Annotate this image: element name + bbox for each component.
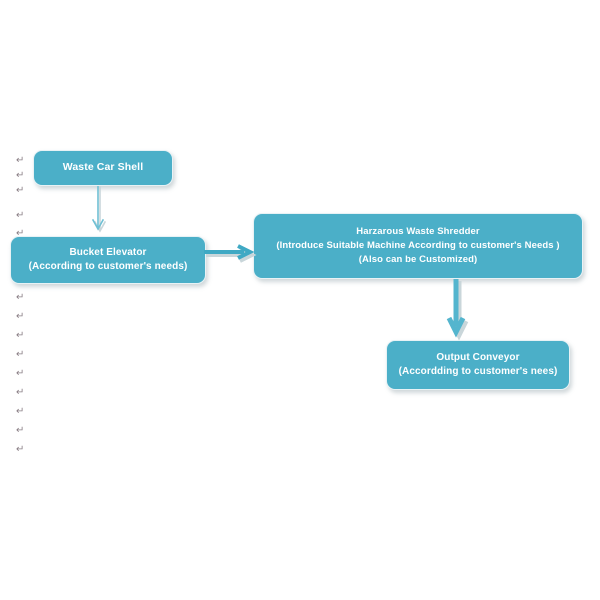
- node-waste-car-shell[interactable]: Waste Car Shell: [33, 150, 173, 186]
- node-output-conveyor[interactable]: Output Conveyor (Accordding to customer'…: [386, 340, 570, 390]
- node-hazardous-waste-shredder[interactable]: Harzarous Waste Shredder (Introduce Suit…: [253, 213, 583, 279]
- node-label-line: (Also can be Customized): [358, 253, 478, 265]
- paragraph-return-mark: ↵: [16, 330, 25, 341]
- paragraph-return-mark: ↵: [16, 311, 25, 322]
- node-label-line: Output Conveyor: [436, 351, 520, 363]
- paragraph-return-mark: ↵: [16, 210, 25, 221]
- node-label-line: (Introduce Suitable Machine According to…: [276, 240, 560, 252]
- node-bucket-elevator[interactable]: Bucket Elevator (According to customer's…: [10, 236, 206, 284]
- paragraph-return-mark: ↵: [16, 387, 25, 398]
- arrow-right-elevator-to-shredder: [204, 244, 257, 263]
- paragraph-return-mark: ↵: [16, 444, 25, 455]
- paragraph-return-mark: ↵: [16, 228, 25, 239]
- node-label-line: Waste Car Shell: [62, 161, 144, 174]
- paragraph-return-mark: ↵: [16, 170, 25, 181]
- node-label-line: (According to customer's needs): [28, 261, 188, 272]
- arrow-down-shell-to-elevator: [91, 186, 107, 233]
- node-label-line: Bucket Elevator: [69, 246, 147, 258]
- paragraph-return-mark: ↵: [16, 155, 25, 166]
- paragraph-return-mark: ↵: [16, 368, 25, 379]
- paragraph-return-mark: ↵: [16, 349, 25, 360]
- paragraph-return-mark: ↵: [16, 406, 25, 417]
- paragraph-return-mark: ↵: [16, 292, 25, 303]
- node-label-line: Harzarous Waste Shredder: [356, 226, 480, 238]
- paragraph-return-mark: ↵: [16, 425, 25, 436]
- arrow-down-shredder-to-conveyor: [446, 279, 469, 341]
- paragraph-return-mark: ↵: [16, 185, 25, 196]
- node-label-line: (Accordding to customer's nees): [398, 366, 558, 377]
